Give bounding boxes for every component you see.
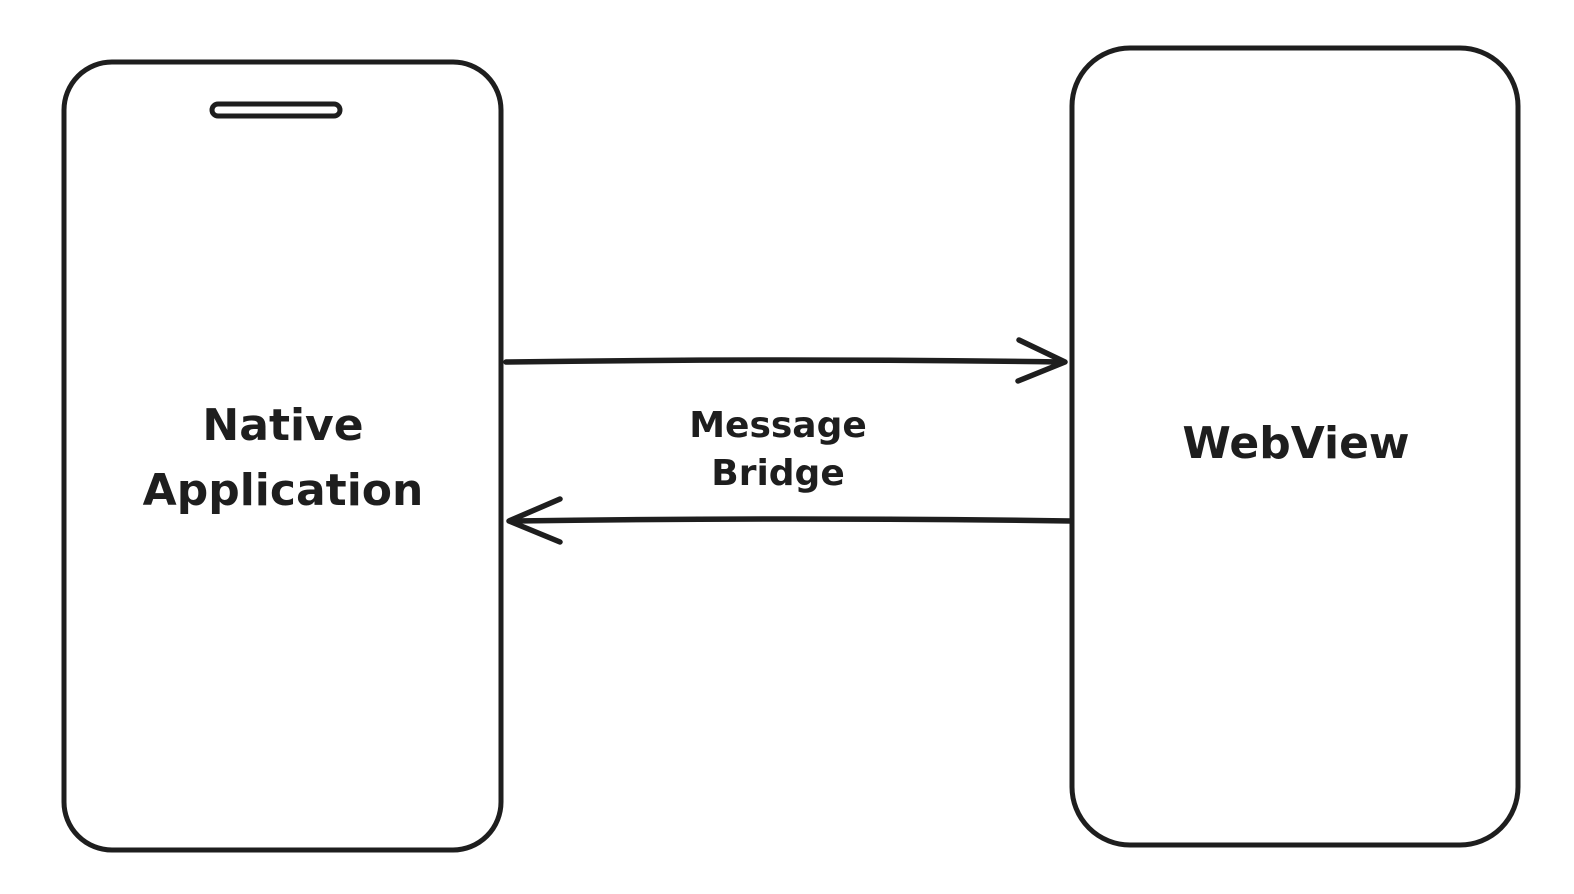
arrow-left-head-icon [506, 496, 563, 545]
message-bridge-label-line2: Bridge [711, 453, 845, 494]
arrow-webview-to-native-line [511, 516, 1074, 524]
message-bridge-label: Message Bridge [689, 405, 867, 494]
native-application-label-line1: Native [202, 400, 363, 451]
native-application-label-line2: Application [143, 465, 424, 516]
webview-label: WebView [1182, 418, 1409, 469]
arrow-webview-to-native [506, 496, 1074, 545]
native-application-outline [61, 59, 504, 853]
webview-outline [1069, 45, 1521, 848]
arrow-native-to-webview-line [503, 357, 1063, 365]
arrow-native-to-webview [503, 337, 1068, 384]
native-application-node: Native Application [61, 59, 504, 853]
message-bridge-label-line1: Message [689, 405, 867, 446]
arrow-right-head-icon [1015, 337, 1068, 384]
phone-speaker-icon [209, 101, 343, 119]
webview-node: WebView [1069, 45, 1521, 848]
